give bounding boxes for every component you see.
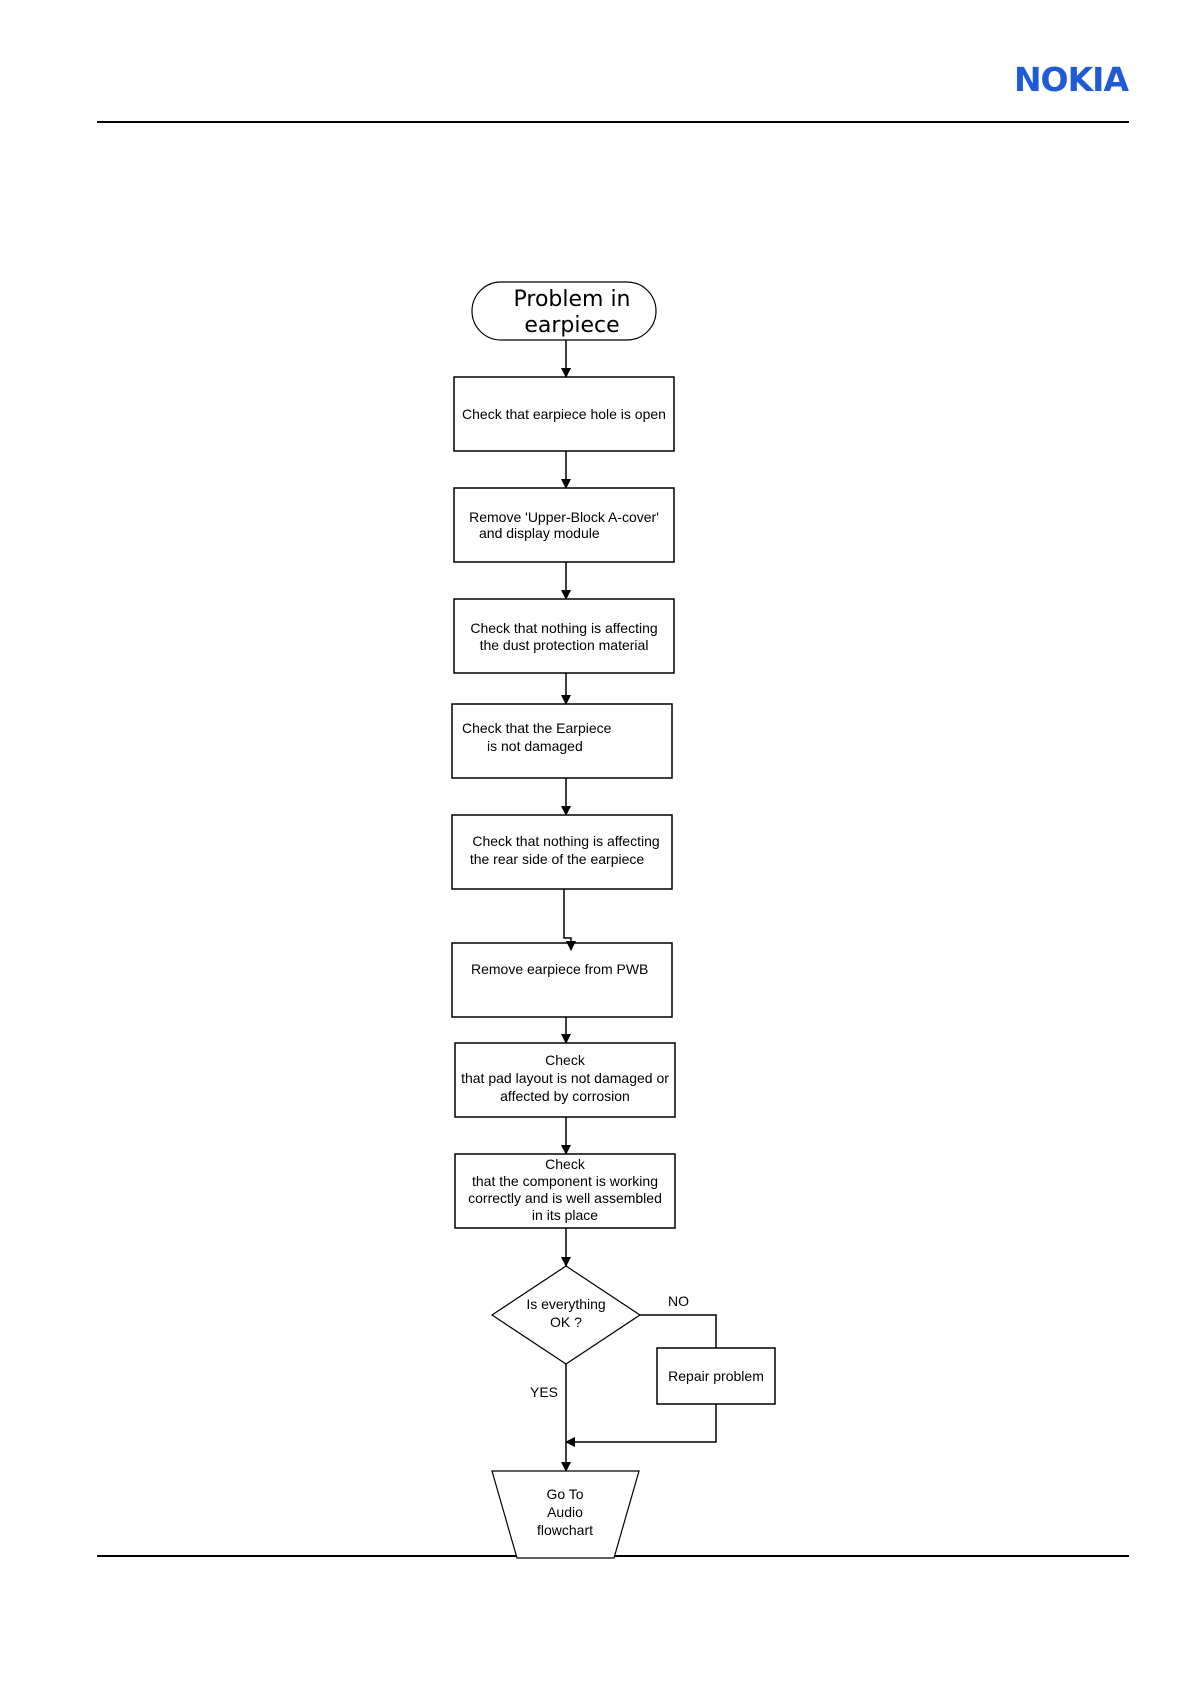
start-line-2: earpiece <box>524 313 619 338</box>
connectors <box>561 340 717 1472</box>
step-6-box: Remove earpiece from PWB <box>451 942 673 1018</box>
nokia-logo: NOKIA <box>1013 60 1129 99</box>
connector-repair-return <box>565 1404 717 1447</box>
start-line-1: Problem in <box>514 287 631 312</box>
step-4-line-1: Check that the Earpiece <box>462 720 612 736</box>
connector-step5-step6 <box>563 889 576 951</box>
step-4-line-2: is not damaged <box>487 738 583 754</box>
step-3-line-1: Check that nothing is affecting <box>470 620 657 636</box>
decision-line-1: Is everything <box>526 1296 605 1312</box>
step-7-box: Check that pad layout is not damaged or … <box>454 1042 676 1118</box>
step-3-line-2: the dust protection material <box>480 637 649 653</box>
step-8-line-2: that the component is working <box>472 1173 658 1189</box>
end-line-3: flowchart <box>537 1522 593 1538</box>
header-rule <box>97 121 1129 123</box>
step-5-line-1: Check that nothing is affecting <box>472 833 659 849</box>
start-terminator: Problem in earpiece <box>471 281 657 341</box>
decision-line-2: OK ? <box>550 1314 582 1330</box>
step-8-box: Check that the component is working corr… <box>454 1153 676 1229</box>
step-7-line-1: Check <box>545 1052 586 1068</box>
step-8-line-4: in its place <box>532 1207 598 1223</box>
step-8-line-1: Check <box>545 1156 586 1172</box>
step-2-box: Remove 'Upper-Block A-cover' and display… <box>453 487 675 563</box>
step-3-box: Check that nothing is affecting the dust… <box>453 598 675 674</box>
end-line-2: Audio <box>547 1504 583 1520</box>
step-1-box: Check that earpiece hole is open <box>453 376 675 452</box>
step-2-line-1: Remove 'Upper-Block A-cover' <box>469 509 659 525</box>
step-8-line-3: correctly and is well assembled <box>468 1190 662 1206</box>
no-label: NO <box>668 1293 689 1309</box>
step-4-box: Check that the Earpiece is not damaged <box>451 703 673 779</box>
step-7-line-3: affected by corrosion <box>500 1088 630 1104</box>
yes-label: YES <box>530 1384 558 1400</box>
step-7-line-2: that pad layout is not damaged or <box>461 1070 669 1086</box>
step-2-line-2: and display module <box>479 525 600 541</box>
connector-decision-no <box>640 1314 717 1348</box>
end-terminator: Go To Audio flowchart <box>491 1470 640 1559</box>
end-line-1: Go To <box>546 1486 583 1502</box>
step-6-line-1: Remove earpiece from PWB <box>471 961 648 977</box>
step-5-line-2: the rear side of the earpiece <box>470 851 645 867</box>
step-1-line-1: Check that earpiece hole is open <box>462 406 666 422</box>
step-5-box: Check that nothing is affecting the rear… <box>451 814 673 890</box>
repair-box: Repair problem <box>656 1347 776 1405</box>
repair-line-1: Repair problem <box>668 1368 764 1384</box>
decision-diamond: Is everything OK ? <box>490 1265 642 1365</box>
